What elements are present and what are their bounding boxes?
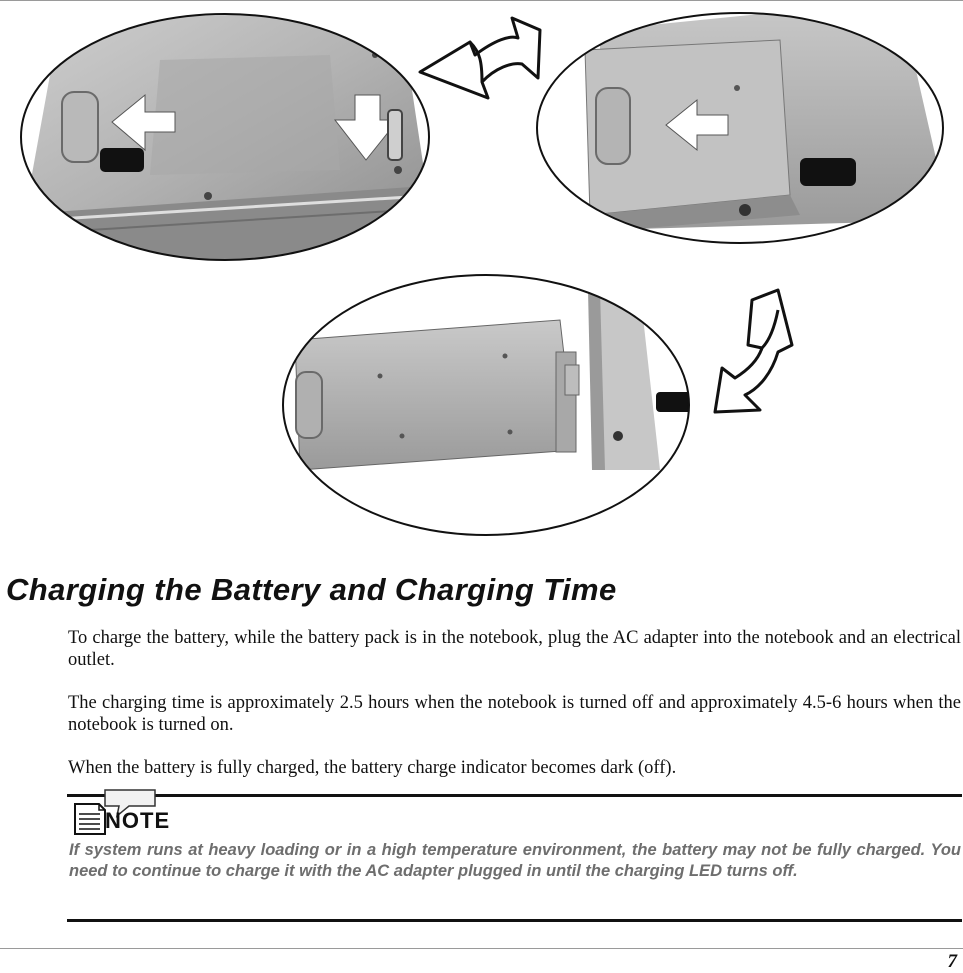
note-label: NOTE bbox=[105, 808, 171, 833]
paragraph-fully-charged: When the battery is fully charged, the b… bbox=[68, 758, 677, 778]
note-box: NOTE If system runs at heavy loading or … bbox=[67, 789, 962, 922]
note-text: If system runs at heavy loading or in a … bbox=[69, 841, 961, 880]
panel-removed-battery bbox=[282, 274, 690, 536]
section-title: Charging the Battery and Charging Time bbox=[6, 572, 617, 607]
curved-arrow-icon bbox=[713, 288, 794, 414]
note-rule-top bbox=[67, 794, 962, 797]
battery-removal-figure bbox=[20, 12, 944, 536]
page-number: 7 bbox=[947, 951, 958, 972]
curved-arrow-icon bbox=[418, 16, 542, 100]
footer-rule bbox=[0, 948, 963, 949]
note-document-icon bbox=[74, 789, 156, 835]
panel-release-latch bbox=[20, 13, 430, 261]
paragraph-charging-time: The charging time is approximately 2.5 h… bbox=[68, 693, 961, 735]
top-rule bbox=[0, 0, 963, 1]
note-rule-bottom bbox=[67, 919, 962, 922]
panel-slide-battery bbox=[536, 12, 944, 244]
paragraph-charge-instructions: To charge the battery, while the battery… bbox=[68, 628, 961, 670]
